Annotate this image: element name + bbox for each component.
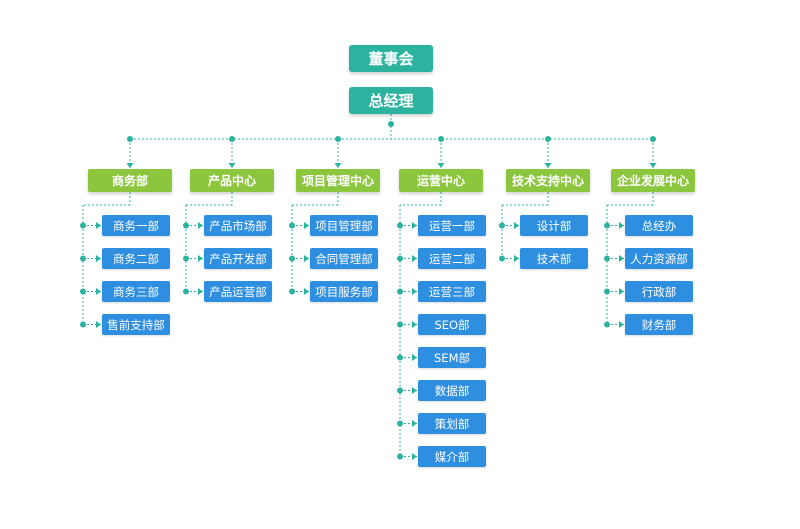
dept-branch-dot [397, 387, 403, 394]
department-node: 财务部 [625, 314, 693, 335]
center-bus-dot [650, 136, 656, 142]
center-node: 运营中心 [399, 169, 483, 192]
dept-arrow [96, 321, 101, 328]
dept-arrow [619, 255, 624, 262]
center-bus-dot [545, 136, 551, 142]
dept-branch-dot [397, 453, 403, 460]
department-node: 项目服务部 [310, 281, 378, 302]
gm-connector-dot [388, 121, 394, 127]
center-bus-dot [335, 136, 341, 142]
dept-arrow [304, 222, 309, 229]
dept-branch-dot [183, 222, 189, 229]
dept-arrow [304, 255, 309, 262]
dept-branch-dot [289, 222, 295, 229]
department-node: 人力资源部 [625, 248, 693, 269]
dept-branch-dot [397, 222, 403, 229]
dept-branch-dot [80, 222, 86, 229]
department-node: 数据部 [418, 380, 486, 401]
center-node: 企业发展中心 [611, 169, 695, 192]
dept-branch-dot [80, 255, 86, 262]
center-arrow [228, 163, 236, 168]
center-arrow [334, 163, 342, 168]
department-node: 售前支持部 [102, 314, 170, 335]
center-bus-dot [127, 136, 133, 142]
dept-arrow [96, 288, 101, 295]
dept-branch-dot [183, 288, 189, 295]
center-arrow [649, 163, 657, 168]
department-node: 项目管理部 [310, 215, 378, 236]
department-node: 技术部 [520, 248, 588, 269]
board-node: 董事会 [349, 45, 433, 72]
center-node: 技术支持中心 [506, 169, 590, 192]
dept-arrow [514, 255, 519, 262]
dept-branch-dot [499, 255, 505, 262]
dept-arrow [412, 222, 417, 229]
dept-arrow [619, 321, 624, 328]
dept-branch-dot [289, 255, 295, 262]
center-bus-dot [229, 136, 235, 142]
center-bus-dot [438, 136, 444, 142]
dept-arrow [96, 222, 101, 229]
center-arrow [544, 163, 552, 168]
dept-branch-dot [183, 255, 189, 262]
department-node: 产品市场部 [204, 215, 272, 236]
dept-arrow [198, 222, 203, 229]
dept-arrow [619, 288, 624, 295]
dept-arrow [304, 288, 309, 295]
dept-branch-dot [397, 321, 403, 328]
dept-branch-dot [80, 288, 86, 295]
dept-arrow [412, 453, 417, 460]
department-node: 总经办 [625, 215, 693, 236]
dept-arrow [412, 354, 417, 361]
department-node: 运营二部 [418, 248, 486, 269]
department-node: 行政部 [625, 281, 693, 302]
dept-arrow [412, 387, 417, 394]
department-node: 合同管理部 [310, 248, 378, 269]
department-node: 产品运营部 [204, 281, 272, 302]
center-node: 商务部 [88, 169, 172, 192]
department-node: 商务二部 [102, 248, 170, 269]
dept-branch-dot [604, 255, 610, 262]
dept-branch-dot [604, 222, 610, 229]
dept-branch-dot [397, 420, 403, 427]
department-node: 策划部 [418, 413, 486, 434]
dept-arrow [412, 420, 417, 427]
dept-arrow [198, 255, 203, 262]
dept-branch-dot [604, 288, 610, 295]
dept-arrow [514, 222, 519, 229]
department-node: SEO部 [418, 314, 486, 335]
center-node: 产品中心 [190, 169, 274, 192]
dept-branch-dot [499, 222, 505, 229]
center-arrow [126, 163, 134, 168]
department-node: 媒介部 [418, 446, 486, 467]
department-node: 商务三部 [102, 281, 170, 302]
dept-arrow [412, 288, 417, 295]
general-manager-node: 总经理 [349, 87, 433, 114]
dept-branch-dot [604, 321, 610, 328]
dept-arrow [412, 321, 417, 328]
dept-arrow [198, 288, 203, 295]
department-node: 运营一部 [418, 215, 486, 236]
dept-branch-dot [397, 255, 403, 262]
department-node: 运营三部 [418, 281, 486, 302]
department-node: 商务一部 [102, 215, 170, 236]
dept-arrow [412, 255, 417, 262]
center-node: 项目管理中心 [296, 169, 380, 192]
dept-branch-dot [289, 288, 295, 295]
dept-arrow [96, 255, 101, 262]
department-node: 设计部 [520, 215, 588, 236]
department-node: 产品开发部 [204, 248, 272, 269]
department-node: SEM部 [418, 347, 486, 368]
center-arrow [437, 163, 445, 168]
dept-branch-dot [80, 321, 86, 328]
dept-branch-dot [397, 288, 403, 295]
dept-arrow [619, 222, 624, 229]
dept-branch-dot [397, 354, 403, 361]
